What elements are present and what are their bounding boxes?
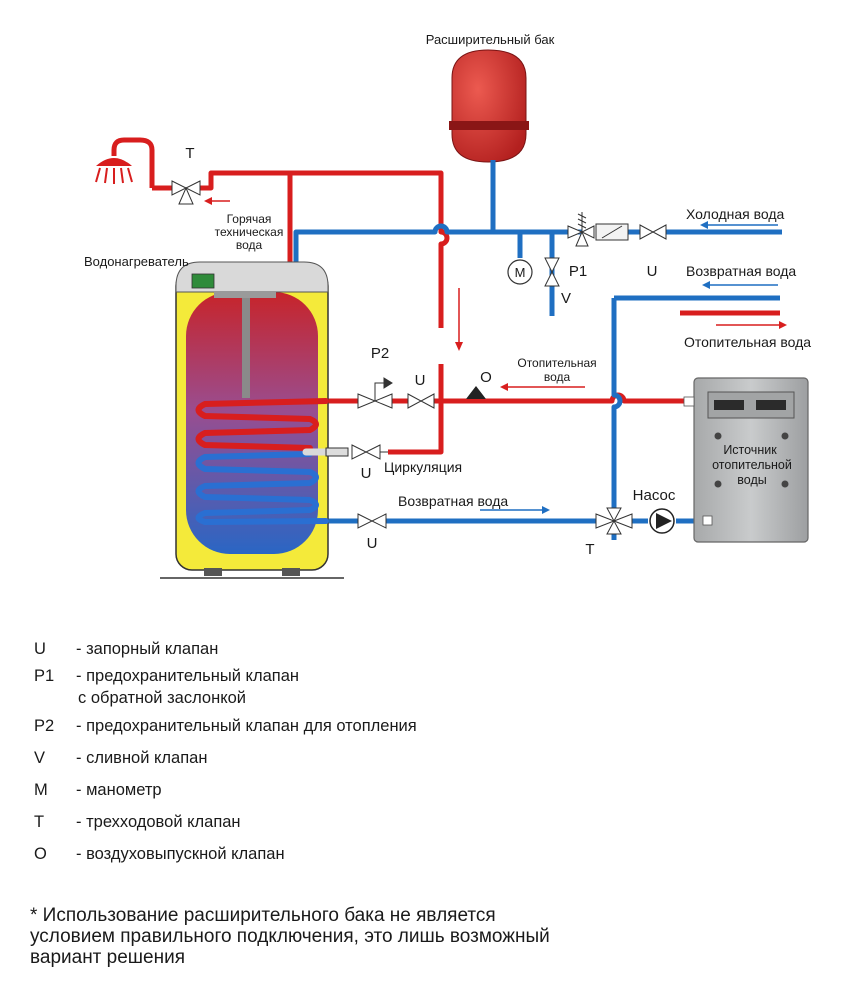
shutoff-valve-return xyxy=(357,513,387,529)
heat-source-label-1: Источник xyxy=(723,443,777,457)
pressure-gauge-icon xyxy=(507,259,533,285)
return-water-right-label: Возвратная вода xyxy=(686,263,796,279)
legend-text: - воздуховыпускной клапан xyxy=(76,845,285,863)
valve-U-return-label: U xyxy=(367,535,378,552)
legend-text: - предохранительный клапан для отопления xyxy=(76,717,417,735)
legend-code: T xyxy=(34,813,45,831)
flow-arrows xyxy=(204,197,787,514)
valve-U-mid-label: U xyxy=(415,372,426,389)
air-vent-O-label: O xyxy=(480,369,492,386)
legend-text: - трехходовой клапан xyxy=(76,813,241,831)
footnote: * Использование расширительного бака не … xyxy=(30,905,550,968)
valve-T-top-label: T xyxy=(185,145,194,162)
valve-U-circ-label: U xyxy=(361,465,372,482)
valve-P2-label: P2 xyxy=(371,345,389,362)
air-vent-valve-icon xyxy=(466,386,486,399)
pump-icon xyxy=(649,508,675,534)
legend-item-U: U - запорный клапан xyxy=(34,640,218,659)
three-way-valve-hot-water xyxy=(171,180,201,205)
connection-diagram: Расширительный бак xyxy=(84,32,811,579)
hot-water-label-3: вода xyxy=(236,238,263,252)
valve-T-bottom-label: T xyxy=(585,541,594,558)
expansion-tank xyxy=(449,49,529,163)
legend-code: M xyxy=(34,781,48,799)
heating-water-mid-label-1: Отопительная xyxy=(517,356,596,370)
three-way-valve-heating xyxy=(595,507,633,535)
legend-code: P1 xyxy=(34,667,55,685)
heating-water-mid-label-2: вода xyxy=(544,370,571,384)
legend-code: O xyxy=(34,845,47,863)
legend-text-continuation: с обратной заслонкой xyxy=(78,689,246,707)
legend-item-V: V - сливной клапан xyxy=(34,749,207,768)
legend-item-M: M - манометр xyxy=(34,781,162,800)
safety-valve-P2 xyxy=(357,377,393,409)
legend-code: V xyxy=(34,749,46,767)
heating-water-right-label: Отопительная вода xyxy=(684,334,811,350)
expansion-tank-label: Расширительный бак xyxy=(426,32,555,47)
hot-water-label-1: Горячая xyxy=(227,212,272,226)
circulation-label: Циркуляция xyxy=(384,459,462,475)
hot-water-label-2: техническая xyxy=(215,225,284,239)
legend-text: - сливной клапан xyxy=(76,749,208,767)
heat-source-boiler xyxy=(683,377,809,543)
legend-code: U xyxy=(34,640,46,658)
legend-text: - предохранительный клапан xyxy=(76,667,299,685)
gauge-M-label: M xyxy=(515,265,526,280)
pump-label: Насос xyxy=(633,487,676,504)
legend-code: P2 xyxy=(34,717,55,735)
valve-P1-label: P1 xyxy=(569,263,587,280)
valve-U-top-label: U xyxy=(647,263,658,280)
shutoff-valve-heating xyxy=(407,393,435,409)
legend-item-P2: P2 - предохранительный клапан для отоплен… xyxy=(34,717,417,736)
heat-source-label-3: воды xyxy=(737,473,766,487)
return-water-bottom-label: Возвратная вода xyxy=(398,493,508,509)
heat-exchanger-coil xyxy=(195,398,330,526)
legend-item-T: T - трехходовой клапан xyxy=(34,813,241,832)
legend-text: - манометр xyxy=(76,781,162,799)
water-heater-label: Водонагреватель xyxy=(84,254,189,269)
safety-valve-P1 xyxy=(567,212,629,247)
cold-water-label: Холодная вода xyxy=(686,206,785,222)
shutoff-valve-circulation xyxy=(325,444,388,460)
valve-V-label: V xyxy=(561,290,571,307)
legend-item-P1: P1 - предохранительный клапан с обратной … xyxy=(34,667,299,707)
heat-source-label-2: отопительной xyxy=(712,458,792,472)
drain-valve-V xyxy=(544,257,560,287)
legend-text: - запорный клапан xyxy=(76,640,219,658)
shutoff-valve-cold xyxy=(639,224,667,240)
shower-head-icon xyxy=(95,137,155,188)
legend-item-O: O - воздуховыпускной клапан xyxy=(34,845,285,864)
